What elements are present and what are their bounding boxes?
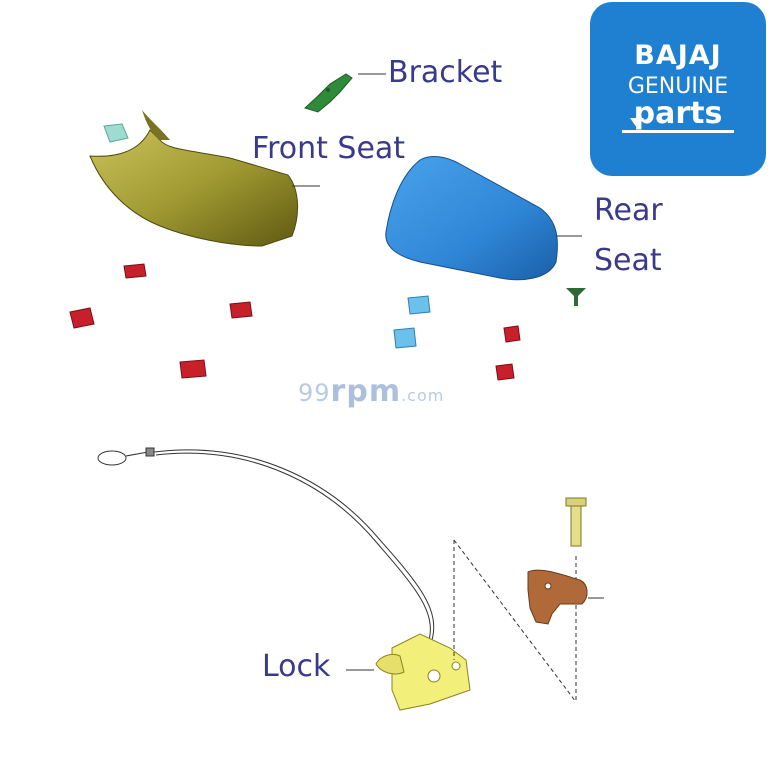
assembly-lines xyxy=(453,539,577,703)
rear-seat-part xyxy=(385,156,558,281)
lock-cable xyxy=(97,447,435,641)
logo-genuine: GENUINE xyxy=(627,74,729,99)
lock-part xyxy=(375,633,471,711)
bolt-part xyxy=(565,497,587,547)
red-clips xyxy=(69,263,521,381)
logo-parts: parts xyxy=(633,96,723,131)
lock-label: Lock xyxy=(262,649,331,684)
bajaj-genuine-parts-logo: BAJAJ GENUINE parts xyxy=(590,2,766,176)
logo-tick-icon xyxy=(630,118,644,128)
logo-underline xyxy=(622,130,734,133)
lock-bracket-plate xyxy=(527,569,588,625)
watermark-suffix: .com xyxy=(401,386,445,405)
rear-seat-pin xyxy=(566,288,586,306)
front-seat-part xyxy=(89,110,299,247)
rear-seat-label-line2: Seat xyxy=(594,243,662,278)
site-watermark: 99rpm.com xyxy=(298,374,444,409)
bracket-label: Bracket xyxy=(388,55,503,90)
blue-clips xyxy=(393,295,431,349)
front-seat-label: Front Seat xyxy=(252,131,406,166)
watermark-prefix: 99 xyxy=(298,379,331,407)
bracket-part xyxy=(304,73,353,113)
logo-brand: BAJAJ xyxy=(634,40,722,71)
rear-seat-label-line1: Rear xyxy=(594,193,663,228)
watermark-main: rpm xyxy=(330,374,402,409)
